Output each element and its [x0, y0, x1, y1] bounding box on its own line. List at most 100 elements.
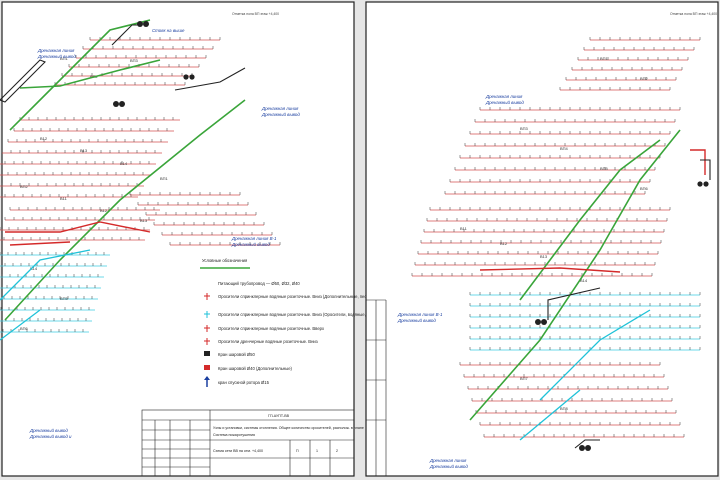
legend-item: Кран шаровой Ø40 (Дополнительные) [218, 366, 293, 371]
pipe-label: ВП1 [160, 176, 169, 181]
stamp-stage: П [296, 449, 299, 453]
legend-item: Кран шаровой Ø50 [218, 352, 256, 357]
valve-icon [137, 21, 149, 27]
pipe-label: В12 [100, 208, 108, 213]
left-bottom-note-2: Дренажный вывод и [29, 434, 72, 439]
left-riser-mid [174, 67, 246, 91]
right-note: Дренажный вывод [485, 100, 524, 105]
stamp-frame [141, 409, 355, 477]
left-red-pipe-1 [5, 221, 151, 233]
legend-item: Оросители спринклерные водяные розеточны… [218, 312, 408, 317]
legend-item: Питающий трубопровод — Ø50, Ø32, Ø40 [218, 281, 300, 286]
left-top-note-2: Дренажный вывод [37, 54, 76, 59]
pipe-label: ВП2 [640, 76, 649, 81]
right-main-pipe-2 [519, 139, 661, 301]
legend: Условные обозначения Питающий трубопрово… [202, 258, 408, 387]
pipe-label: В12 [40, 136, 48, 141]
left-top-note-1: Дренажная линия [37, 48, 75, 53]
right-header-note: Отметка пола ВП этаж +4,400 [670, 12, 717, 16]
pipe-label: В13 [80, 148, 88, 153]
left-right-note-2: Дренажный вывод [231, 242, 270, 247]
legend-item: Оросители спринклерные водяные розеточны… [218, 326, 325, 331]
right-note: Дренажная линия [485, 94, 523, 99]
legend-item: Оросители спринклерные водяные розеточны… [218, 294, 383, 299]
pipe-label: ВП1 [600, 56, 609, 61]
stamp-sheets-total: 2 [336, 449, 338, 453]
left-main-pipe-1 [9, 19, 151, 131]
pipe-label: В14 [120, 161, 128, 166]
left-mid-note-2: Дренажный вывод [261, 112, 300, 117]
valve-icon [579, 445, 591, 451]
right-note: Дренажная линия [429, 458, 467, 463]
stamp-scheme: Схема сети ВВ на отм. +4,400 [213, 449, 263, 453]
legend-title: Условные обозначения [202, 258, 247, 263]
right-riser-2 [574, 439, 600, 449]
pipe-label: ВП5 [60, 296, 69, 301]
valve-icon [113, 101, 125, 107]
stamp-subtitle: Система пожаротушения [213, 433, 255, 437]
right-riser-3 [700, 159, 711, 180]
right-red-pipe-1 [479, 267, 621, 273]
right-red-pipe-2 [690, 149, 706, 175]
valve-icon [183, 74, 195, 80]
left-bottom-note-1: Дренажный вывод [29, 428, 68, 433]
right-riser-1 [547, 287, 601, 320]
left-main-pipe-2 [4, 99, 246, 321]
left-riser-note: Стояк на выше [152, 28, 185, 33]
valve-icon [535, 319, 547, 325]
valve-icon [697, 181, 709, 187]
pipe-label: ВП1 [60, 56, 69, 61]
right-cyan-pipe-1 [539, 309, 651, 401]
legend-valve-icon [204, 351, 210, 356]
left-sheet-frame [1, 1, 355, 477]
pipe-label: ВП3 [520, 126, 529, 131]
pipe-label: ВП6 [20, 326, 29, 331]
stamp-sheet-num: 1 [316, 449, 318, 453]
pipe-label: В14 [580, 278, 588, 283]
stamp-title: Узлы и установки, системы отопления. Общ… [213, 426, 364, 430]
pipe-label: ВП5 [600, 166, 609, 171]
pipe-label: ВП4 [560, 146, 569, 151]
stamp: ГП-АУПТ-ВВ Узлы и установки, системы ото… [141, 409, 364, 477]
right-sheet: Отметка пола ВП этаж +4,400 ВП1ВП2ВП3ВП4… [365, 1, 719, 477]
right-note: Дренажный вывод [397, 318, 436, 323]
pipe-label: В11 [60, 196, 68, 201]
right-note: Дренажный вывод [429, 464, 468, 469]
left-branch-group: ВП1ВП2ВП3В12В13В14ВП1ВП2В11В12В13В14ВП5В… [0, 37, 281, 333]
pipe-label: В14 [30, 266, 38, 271]
legend-arrow-blue-icon [204, 376, 210, 387]
legend-red-cross-icon [204, 325, 210, 332]
pipe-label: ВП8 [560, 406, 569, 411]
legend-red-cross-icon [204, 338, 210, 345]
right-sheet-frame [365, 1, 719, 477]
legend-item: кран спускной ротора Ø15 [218, 380, 270, 385]
left-main-pipe-3 [19, 59, 161, 89]
pipe-label: ВП7 [520, 376, 529, 381]
stamp-code: ГП-АУПТ-ВВ [268, 414, 290, 418]
left-right-note-1: Дренажная линия В-1 [231, 236, 277, 241]
right-main-pipe-1 [469, 129, 681, 421]
left-cyan-pipe-1 [0, 249, 91, 301]
right-cyan-pipe-2 [519, 389, 581, 441]
left-duct [0, 59, 46, 103]
pipe-label: ВП2 [20, 184, 29, 189]
pipe-label: В13 [140, 218, 148, 223]
pipe-label: В12 [500, 241, 508, 246]
pipe-label: В13 [540, 254, 548, 259]
left-header-note: Отметка пола ВП этаж +4,400 [232, 12, 279, 16]
legend-valve-red-icon [204, 365, 210, 370]
right-note: Дренажная линия В-1 [397, 312, 443, 317]
legend-red-cross-icon [204, 293, 210, 300]
legend-cyan-cross-icon [204, 311, 210, 318]
left-mid-note-1: Дренажная линия [261, 106, 299, 111]
legend-item: Оросители дренчерные водяные розеточные.… [218, 339, 318, 344]
pipe-label: В11 [460, 226, 468, 231]
left-red-pipe-2 [9, 241, 71, 246]
pipe-label: ВП6 [640, 186, 649, 191]
pipe-label: ВП3 [130, 58, 139, 63]
left-cyan-pipe-2 [0, 309, 41, 341]
